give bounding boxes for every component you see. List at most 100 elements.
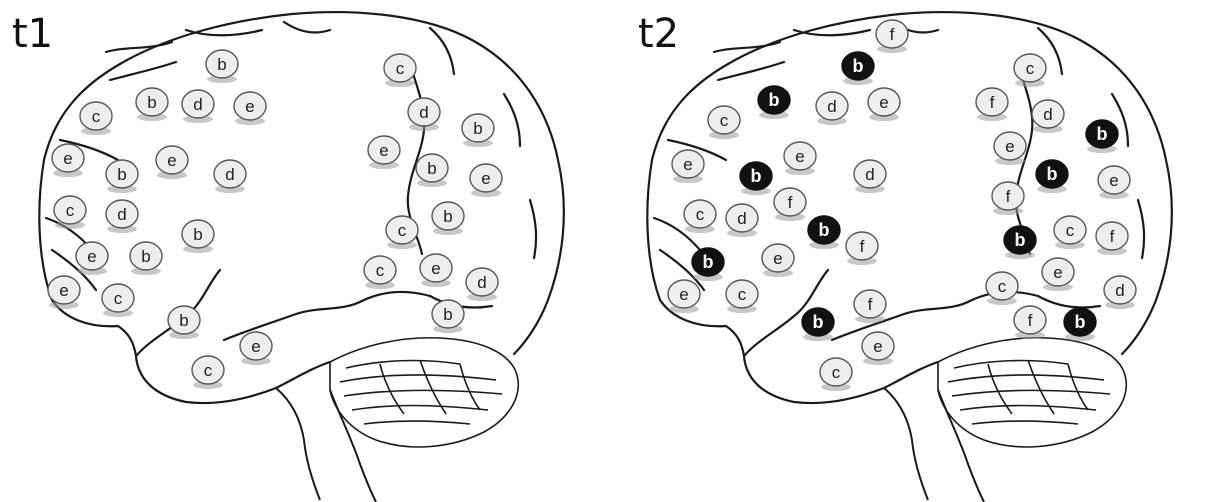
node-e: e xyxy=(470,164,502,197)
node-f: f xyxy=(876,20,908,53)
node-label: e xyxy=(1005,137,1014,156)
node-e: e xyxy=(52,144,84,177)
node-label: e xyxy=(683,155,692,174)
node-e: e xyxy=(368,136,400,169)
node-label: c xyxy=(396,59,405,78)
brainstem xyxy=(884,388,984,502)
node-e: e xyxy=(868,88,900,121)
brain-outline xyxy=(647,12,1172,403)
node-e: e xyxy=(240,332,272,365)
node-label: f xyxy=(1110,227,1115,246)
node-b: b xyxy=(462,114,494,147)
node-c: c xyxy=(102,284,134,317)
node-b-highlighted: b xyxy=(802,308,834,341)
node-label: c xyxy=(998,277,1007,296)
node-label: d xyxy=(419,103,428,122)
node-label: d xyxy=(193,95,202,114)
node-c: c xyxy=(384,54,416,87)
node-c: c xyxy=(708,106,740,139)
node-label: b xyxy=(193,225,202,244)
node-b-highlighted: b xyxy=(1004,226,1036,259)
node-c: c xyxy=(192,356,224,389)
node-label: e xyxy=(773,249,782,268)
node-d: d xyxy=(182,90,214,123)
node-c: c xyxy=(726,280,758,313)
node-e: e xyxy=(784,142,816,175)
node-c: c xyxy=(986,272,1018,305)
node-label: d xyxy=(477,273,486,292)
node-label: e xyxy=(245,97,254,116)
node-e: e xyxy=(1098,166,1130,199)
node-e: e xyxy=(762,244,794,277)
node-label: e xyxy=(379,141,388,160)
node-label: f xyxy=(788,193,793,212)
node-label: e xyxy=(1109,171,1118,190)
node-d: d xyxy=(854,160,886,193)
node-d: d xyxy=(1104,276,1136,309)
node-e: e xyxy=(994,132,1026,165)
node-b: b xyxy=(206,50,238,83)
node-d: d xyxy=(214,160,246,193)
node-label: f xyxy=(990,93,995,112)
node-label: f xyxy=(860,237,865,256)
panel-title: t1 xyxy=(12,14,53,54)
node-label: e xyxy=(873,337,882,356)
node-label: d xyxy=(117,205,126,224)
node-d: d xyxy=(408,98,440,131)
node-label: b xyxy=(141,247,150,266)
node-label: b xyxy=(813,312,824,332)
node-label: e xyxy=(431,259,440,278)
node-c: c xyxy=(80,102,112,135)
node-label: b xyxy=(703,252,714,272)
node-b-highlighted: b xyxy=(758,86,790,119)
node-label: b xyxy=(427,159,436,178)
node-f: f xyxy=(1014,306,1046,339)
node-b-highlighted: b xyxy=(842,52,874,85)
node-label: d xyxy=(827,97,836,116)
node-label: c xyxy=(720,111,729,130)
node-c: c xyxy=(820,358,852,391)
node-label: c xyxy=(114,289,123,308)
node-label: b xyxy=(117,165,126,184)
node-b: b xyxy=(106,160,138,193)
node-b: b xyxy=(130,242,162,275)
node-label: c xyxy=(738,285,747,304)
node-label: b xyxy=(1015,230,1026,250)
node-label: c xyxy=(398,221,407,240)
node-b-highlighted: b xyxy=(1086,120,1118,153)
node-b: b xyxy=(168,306,200,339)
node-label: b xyxy=(179,311,188,330)
node-b-highlighted: b xyxy=(740,162,772,195)
node-c: c xyxy=(386,216,418,249)
node-label: b xyxy=(853,56,864,76)
node-label: e xyxy=(481,169,490,188)
node-c: c xyxy=(1054,216,1086,249)
node-c: c xyxy=(54,196,86,229)
node-e: e xyxy=(672,150,704,183)
node-label: b xyxy=(819,220,830,240)
node-e: e xyxy=(668,280,700,313)
brain-diagram-t2: fbcbdefdcbeeebdbeffcdbfbcfbeececdfbfbec xyxy=(608,0,1216,502)
node-b: b xyxy=(432,202,464,235)
brain-diagram-t1: bcbdecdbebedebecdbcbebcedecbbec xyxy=(0,0,608,502)
node-label: d xyxy=(737,209,746,228)
node-e: e xyxy=(48,276,80,309)
node-b-highlighted: b xyxy=(808,216,840,249)
node-d: d xyxy=(1032,100,1064,133)
node-d: d xyxy=(466,268,498,301)
node-label: e xyxy=(167,151,176,170)
node-b-highlighted: b xyxy=(1064,308,1096,341)
node-label: c xyxy=(1026,59,1035,78)
node-c: c xyxy=(684,200,716,233)
node-e: e xyxy=(420,254,452,287)
node-label: f xyxy=(890,25,895,44)
node-label: c xyxy=(376,261,385,280)
node-f: f xyxy=(976,88,1008,121)
node-c: c xyxy=(364,256,396,289)
node-e: e xyxy=(862,332,894,365)
node-label: e xyxy=(879,93,888,112)
node-label: e xyxy=(795,147,804,166)
node-label: b xyxy=(147,93,156,112)
node-label: e xyxy=(679,285,688,304)
